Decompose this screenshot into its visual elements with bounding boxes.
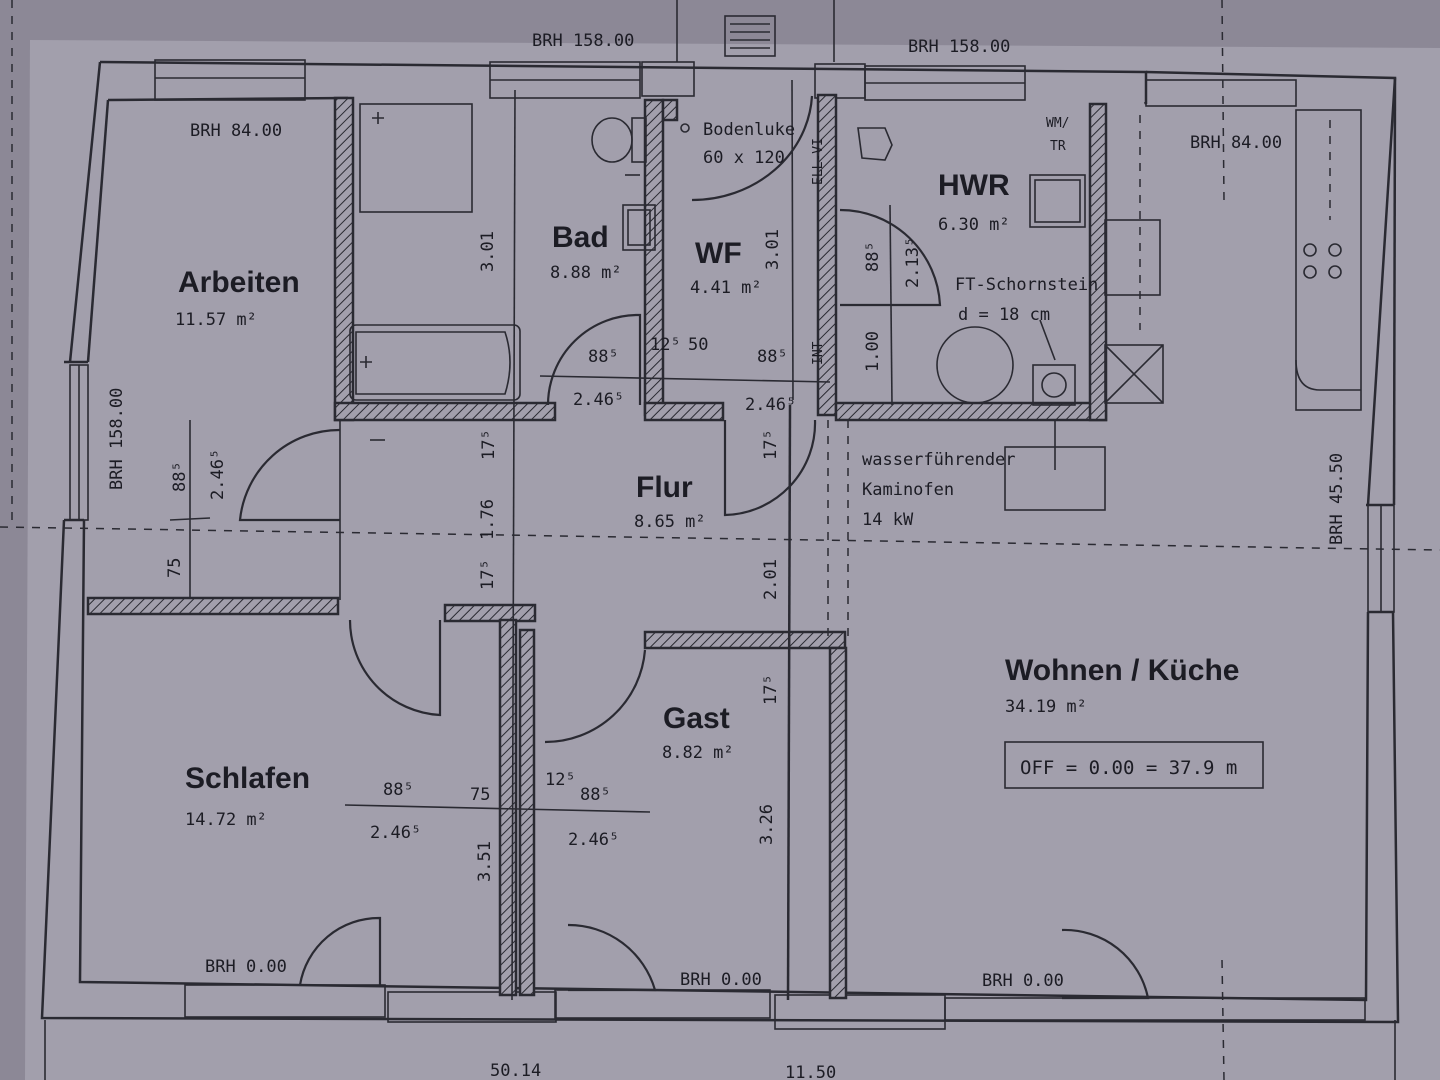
dim-schlafen-height: 3.51	[475, 841, 495, 882]
bottom-dim-left: 50.14	[490, 1061, 541, 1080]
dim-wf-height: 3.01	[763, 229, 783, 270]
door-swings	[238, 95, 1150, 1000]
dim-wf-width: 2.46⁵	[745, 395, 796, 415]
dim-schlafen-door: 88⁵	[383, 780, 414, 800]
dim-wall-flur-schlafen: 17⁵	[478, 559, 498, 590]
stove-label-1: wasserführender	[862, 450, 1016, 470]
dimension-labels: 3.01 3.01 1.76 2.01 3.51 3.26 2.13⁵ 1.00…	[165, 229, 923, 882]
dim-hwr-door: 88⁵	[863, 241, 883, 272]
room-name-flur: Flur	[636, 471, 693, 504]
dim-gast-width: 2.46⁵	[568, 830, 619, 850]
off-label: OFF = 0.00 = 37.9 m	[1020, 757, 1237, 779]
annotations: BRH 158.00 BRH 158.00 BRH 84.00 BRH 84.0…	[107, 31, 1347, 1080]
room-area-flur: 8.65 m²	[634, 512, 706, 532]
ell-label: ELL-VI	[811, 138, 826, 185]
kitchen-counter	[1295, 109, 1362, 411]
room-area-gast: 8.82 m²	[662, 743, 734, 763]
room-area-schlafen: 14.72 m²	[185, 810, 267, 830]
dim-arbeiten-door: 88⁵	[170, 461, 190, 492]
dim-wall-flur-wf: 17⁵	[761, 429, 781, 460]
interior-walls	[86, 93, 1108, 1001]
dim-wf-door: 88⁵	[757, 347, 788, 367]
toilet-hwr	[857, 127, 893, 161]
dim-wall-bad-flur: 17⁵	[479, 429, 499, 460]
wm-tr-label-1: WM/	[1046, 116, 1069, 131]
dim-hwr-height-1: 2.13⁵	[903, 237, 923, 288]
room-name-arbeiten: Arbeiten	[178, 266, 300, 299]
dim-wall-gast: 17⁵	[761, 674, 781, 705]
chimney-label: FT-Schornstein	[955, 275, 1098, 295]
dim-flur-height-2: 2.01	[761, 559, 781, 600]
brh-left: BRH 158.00	[107, 388, 127, 490]
room-name-gast: Gast	[663, 702, 730, 735]
dim-arbeiten-width: 2.46⁵	[208, 449, 228, 500]
brh-arbeiten: BRH 84.00	[190, 121, 282, 141]
dim-hwr-height-2: 1.00	[863, 331, 883, 372]
dim-arbeiten-75: 75	[165, 558, 185, 578]
bodenluke-size: 60 x 120	[703, 148, 785, 168]
room-name-schlafen: Schlafen	[185, 762, 310, 795]
wm-tr-label-2: TR	[1050, 139, 1066, 154]
dimension-lines	[169, 79, 893, 1001]
bottom-dim-right: 11.50	[785, 1063, 836, 1080]
dim-gast-height: 3.26	[757, 804, 777, 845]
stove-label-3: 14 kW	[862, 510, 914, 530]
brh-right: BRH 45.50	[1327, 453, 1347, 545]
fixtures	[349, 103, 1362, 789]
brh-bottom-wohnen: BRH 0.00	[982, 971, 1064, 991]
windows	[69, 15, 1395, 1030]
paper-sheet	[25, 40, 1440, 1080]
room-area-wohnen: 34.19 m²	[1005, 697, 1087, 717]
dim-bad-door: 88⁵	[588, 347, 619, 367]
room-name-wohnen: Wohnen / Küche	[1005, 654, 1239, 687]
brh-bottom-gast: BRH 0.00	[680, 970, 762, 990]
dim-flur-height-1: 1.76	[478, 499, 498, 540]
brh-top-right: BRH 158.00	[908, 37, 1010, 57]
room-name-hwr: HWR	[938, 169, 1010, 202]
bathtub	[349, 324, 521, 401]
room-name-wf: WF	[695, 237, 742, 270]
shower-tray	[359, 103, 473, 213]
room-area-wf: 4.41 m²	[690, 278, 762, 298]
stove-label-2: Kaminofen	[862, 480, 954, 500]
dim-bad-width: 2.46⁵	[573, 390, 624, 410]
dim-bad-height: 3.01	[478, 231, 498, 272]
room-labels: Arbeiten 11.57 m² Bad 8.88 m² WF 4.41 m²…	[175, 169, 1239, 830]
brh-bottom-schlafen: BRH 0.00	[205, 957, 287, 977]
room-area-bad: 8.88 m²	[550, 263, 622, 283]
room-area-arbeiten: 11.57 m²	[175, 310, 257, 330]
dim-wf-50: 50	[688, 335, 708, 355]
dim-gast-wall: 12⁵	[545, 770, 576, 790]
brh-kitchen: BRH 84.00	[1190, 133, 1282, 153]
chimney-diameter: d = 18 cm	[958, 305, 1050, 325]
dim-schlafen-75: 75	[470, 785, 490, 805]
sink-bad	[622, 204, 656, 251]
room-name-bad: Bad	[552, 221, 609, 254]
bodenluke-label: Bodenluke	[703, 120, 795, 140]
brh-top-left: BRH 158.00	[532, 31, 634, 51]
dim-gast-door: 88⁵	[580, 785, 611, 805]
dim-schlafen-width: 2.46⁵	[370, 823, 421, 843]
int-label: INT	[811, 341, 826, 365]
boiler-tank	[936, 326, 1014, 404]
room-area-hwr: 6.30 m²	[938, 215, 1010, 235]
dim-wf-wall: 12⁵	[650, 335, 681, 355]
